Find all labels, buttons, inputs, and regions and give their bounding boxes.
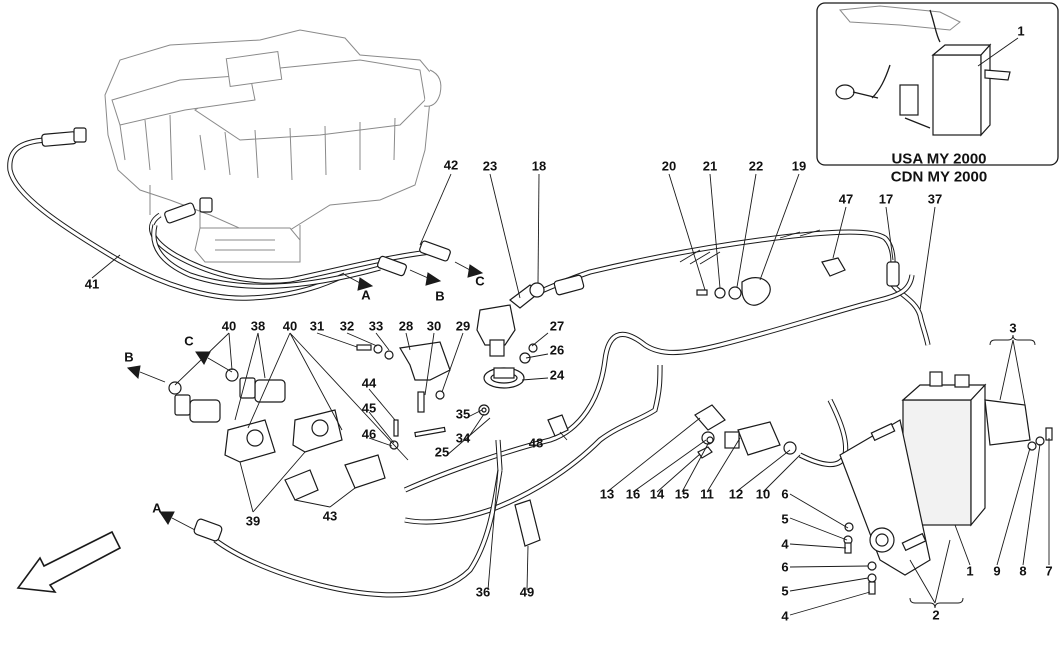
callout-20: 20	[661, 158, 677, 174]
callout-12: 12	[728, 486, 744, 502]
callout-24: 24	[549, 367, 565, 383]
callout-42: 42	[443, 157, 459, 173]
callout-17: 17	[878, 191, 894, 207]
callout-1: 1	[966, 563, 974, 579]
callout-13: 13	[599, 486, 615, 502]
callout-36: 36	[475, 584, 491, 600]
callout-14: 14	[649, 486, 665, 502]
callout-15: 15	[674, 486, 690, 502]
callout-6-upper: 6	[781, 486, 789, 502]
callout-40-left: 40	[221, 318, 237, 334]
callout-22: 22	[748, 158, 764, 174]
callout-35: 35	[455, 406, 471, 422]
callout-11: 11	[700, 486, 714, 502]
callout-18: 18	[531, 158, 547, 174]
flow-letter-left-c: C	[184, 333, 194, 349]
front-direction-arrow-icon	[16, 530, 122, 593]
callout-10: 10	[755, 486, 771, 502]
callout-7: 7	[1045, 563, 1053, 579]
engine-intake-illustration	[104, 29, 442, 263]
callout-21: 21	[702, 158, 718, 174]
flow-letter-left-b: B	[124, 349, 134, 365]
callout-44: 44	[361, 375, 377, 391]
callout-34: 34	[455, 430, 471, 446]
callout-37: 37	[927, 191, 943, 207]
callout-5-upper: 5	[781, 511, 789, 527]
callout-33: 33	[368, 318, 384, 334]
callout-32: 32	[339, 318, 355, 334]
flow-arrows	[126, 261, 484, 531]
inset-caption-cdn: CDN MY 2000	[890, 168, 988, 186]
callout-27: 27	[549, 318, 565, 334]
inset-callout-1: 1	[1017, 23, 1025, 39]
callout-46: 46	[361, 426, 377, 442]
callout-6-lower: 6	[781, 559, 789, 575]
inset-caption-usa: USA MY 2000	[891, 150, 987, 168]
callout-39: 39	[245, 513, 261, 529]
callout-45: 45	[361, 400, 377, 416]
callout-4-upper: 4	[781, 536, 789, 552]
callout-16: 16	[625, 486, 641, 502]
callout-31: 31	[309, 318, 325, 334]
callout-3: 3	[1009, 320, 1017, 336]
callout-29: 29	[455, 318, 471, 334]
callout-19: 19	[791, 158, 807, 174]
inset-frame	[816, 2, 1059, 166]
flow-letter-upper-b: B	[435, 288, 445, 304]
flow-letter-upper-c: C	[475, 273, 485, 289]
flow-letter-upper-a: A	[361, 287, 371, 303]
callout-2: 2	[932, 607, 940, 623]
fittings	[41, 127, 1053, 595]
callout-47: 47	[838, 191, 854, 207]
callout-38: 38	[250, 318, 266, 334]
flow-letter-lower-a: A	[152, 500, 162, 516]
callout-26: 26	[549, 342, 565, 358]
leader-lines	[91, 173, 1050, 616]
callout-25: 25	[434, 444, 450, 460]
callout-48: 48	[528, 435, 544, 451]
vapour-line-routing	[7, 137, 931, 598]
callout-28: 28	[398, 318, 414, 334]
callout-4-lower: 4	[781, 608, 789, 624]
callout-43: 43	[322, 508, 338, 524]
callout-40-right: 40	[282, 318, 298, 334]
callout-30: 30	[426, 318, 442, 334]
callout-9: 9	[993, 563, 1001, 579]
callout-23: 23	[482, 158, 498, 174]
callout-41: 41	[84, 276, 100, 292]
callout-49: 49	[519, 584, 535, 600]
callout-5-lower: 5	[781, 583, 789, 599]
callout-8: 8	[1019, 563, 1027, 579]
